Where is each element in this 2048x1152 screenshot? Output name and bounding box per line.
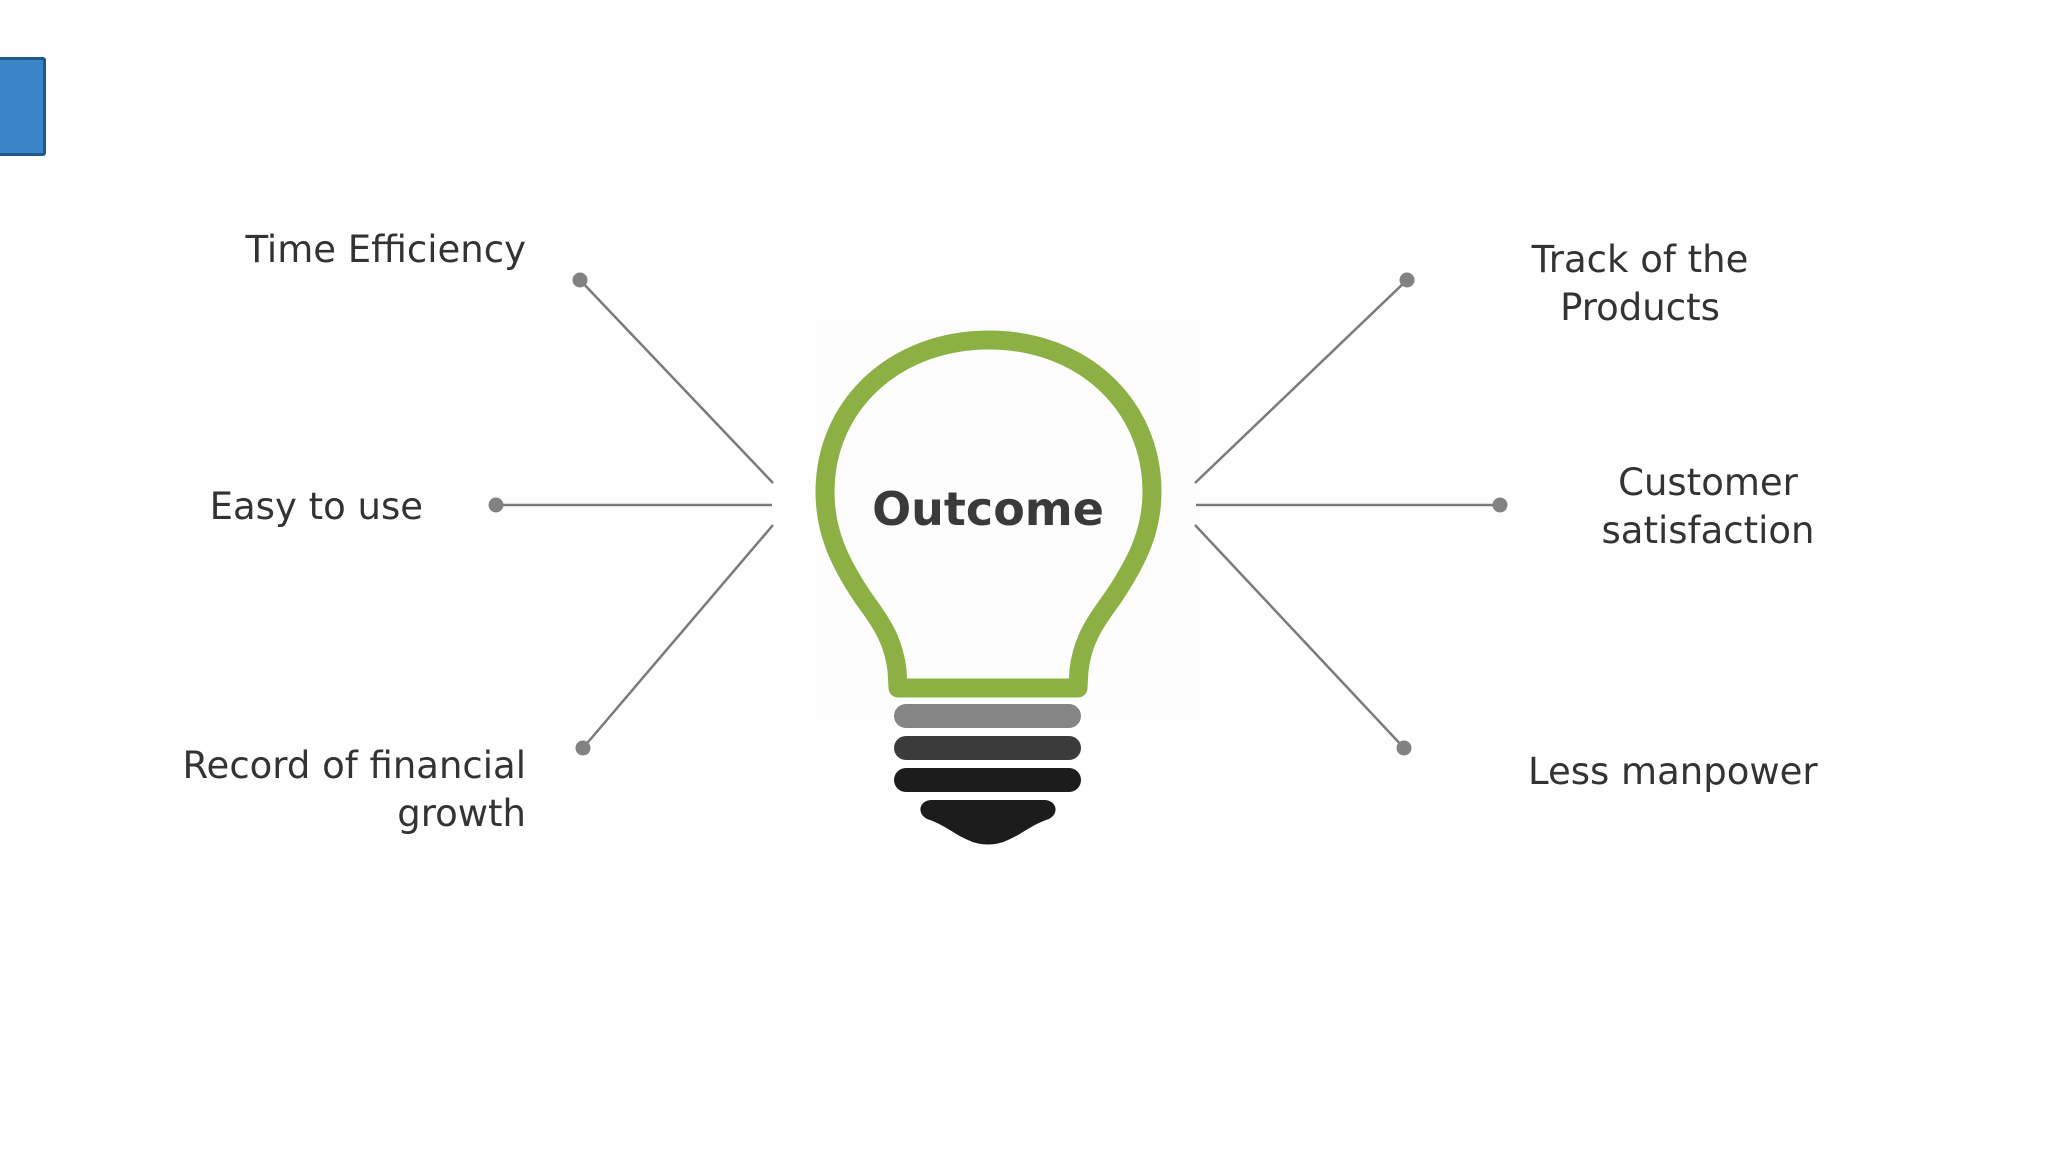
lightbulb-icon: [815, 330, 1162, 698]
label-track-products: Track of the Products: [1531, 238, 1749, 329]
label-easy-to-use: Easy to use: [209, 485, 423, 528]
node-dot-easy-to-use: [488, 497, 504, 513]
bulb-base-ring-2: [894, 736, 1081, 760]
node-dot-customer-satisfaction: [1492, 497, 1508, 513]
node-dot-financial-growth: [575, 740, 591, 756]
bulb-base-ring-1: [894, 704, 1081, 728]
label-time-efficiency: Time Efficiency: [245, 228, 526, 271]
node-dot-less-manpower: [1396, 740, 1412, 756]
node-dot-track-products: [1399, 272, 1415, 288]
connector-less-manpower: [1194, 524, 1405, 749]
bulb-base-tip: [920, 800, 1056, 845]
connector-track-products: [1194, 279, 1408, 484]
header-band: [0, 0, 2048, 162]
label-financial-growth: Record of financial growth: [182, 744, 526, 835]
node-dot-time-efficiency: [572, 272, 588, 288]
corner-tab-shape: [0, 57, 46, 156]
label-customer-satisfaction: Customer satisfaction: [1601, 461, 1815, 552]
connector-time-efficiency: [579, 279, 774, 484]
connector-financial-growth: [582, 524, 774, 749]
bulb-base-ring-3: [894, 768, 1081, 792]
label-less-manpower: Less manpower: [1528, 750, 1818, 793]
center-label-outcome: Outcome: [872, 482, 1104, 536]
